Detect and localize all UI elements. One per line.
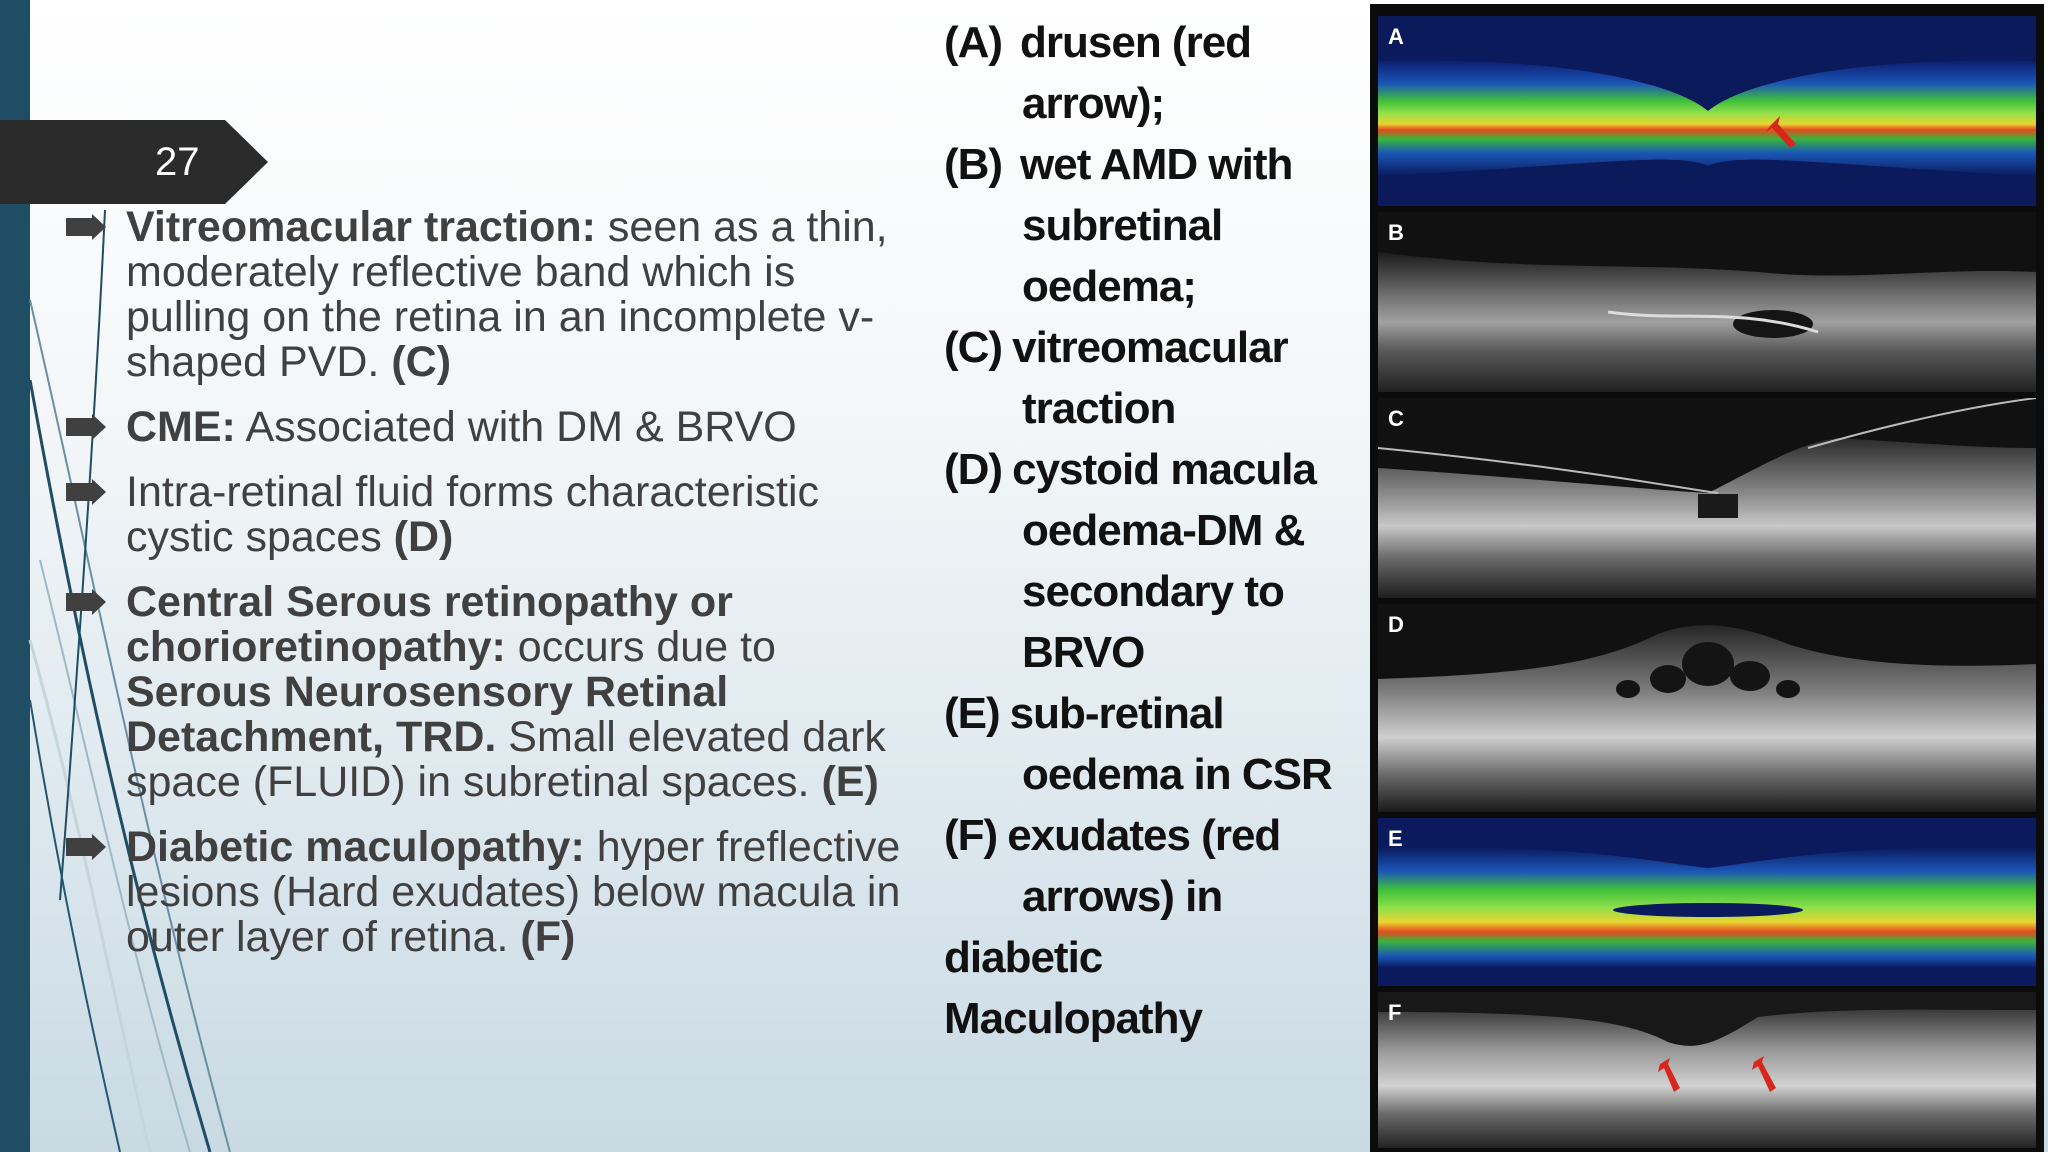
red-arrow-icon	[1658, 1058, 1680, 1092]
legend-item-d: (D)cystoid macula	[944, 445, 1317, 494]
bullet-ref: (E)	[821, 758, 879, 806]
oct-panel-f: F	[1378, 992, 2036, 1148]
bullet-list: Vitreomacular traction: seen as a thin, …	[66, 205, 906, 980]
arrow-bullet-icon	[66, 834, 106, 860]
bullet-intraretinal: Intra-retinal fluid forms characteristic…	[66, 470, 906, 560]
oct-panel-a: A	[1378, 16, 2036, 206]
slide-number-tag	[0, 120, 268, 204]
bullet-heading: Diabetic maculopathy:	[126, 823, 585, 871]
bullet-text: Associated with DM & BRVO	[235, 403, 797, 451]
legend-item-c: (C)vitreomacular	[944, 323, 1289, 372]
legend-item-f: (F)exudates (red	[944, 811, 1281, 860]
bullet-heading: Vitreomacular traction:	[126, 203, 596, 251]
arrow-bullet-icon	[66, 214, 106, 240]
oct-panel-d: D	[1378, 604, 2036, 812]
bullet-cme: CME: Associated with DM & BRVO	[66, 405, 906, 450]
red-arrow-icon	[1766, 116, 1796, 148]
legend-item-a: (A)drusen (red	[944, 18, 1252, 67]
bullet-vitreomacular: Vitreomacular traction: seen as a thin, …	[66, 205, 906, 385]
bullet-text: occurs due to	[505, 623, 776, 671]
slide-number: 27	[155, 140, 200, 184]
legend-item-e: (E)sub-retinal	[944, 689, 1225, 738]
bullet-heading: CME:	[126, 403, 236, 451]
arrow-bullet-icon	[66, 414, 106, 440]
oct-figure: A B	[1370, 4, 2044, 1152]
bullet-diabetic: Diabetic maculopathy: hyper freflective …	[66, 825, 906, 960]
bullet-ref: (C)	[391, 338, 452, 386]
bullet-heading-2: Serous Neurosensory Retinal Detachment, …	[126, 668, 729, 761]
bullet-text: seen as a thin, moderately reflective ba…	[126, 203, 888, 386]
arrow-bullet-icon	[66, 589, 106, 615]
arrow-bullet-icon	[66, 479, 106, 505]
oct-panel-b: B	[1378, 212, 2036, 392]
bullet-text-2: Small elevated dark space (FLUID) in sub…	[126, 713, 886, 806]
bullet-csr: Central Serous retinopathy or chorioreti…	[66, 580, 906, 805]
bullet-text: hyper freflective lesions (Hard exudates…	[126, 823, 901, 961]
bullet-ref: (D)	[393, 513, 454, 561]
figure-legend: (A)drusen (red arrow); (B)wet AMD with s…	[944, 12, 1364, 1049]
oct-panel-e: E	[1378, 818, 2036, 986]
legend-item-b: (B)wet AMD with	[944, 140, 1293, 189]
bullet-text: Intra-retinal fluid forms characteristic…	[126, 468, 819, 561]
bullet-heading: Central Serous retinopathy or chorioreti…	[126, 578, 733, 671]
red-arrow-icon	[1752, 1056, 1776, 1092]
oct-panel-c: C	[1378, 398, 2036, 598]
bullet-ref: (F)	[520, 913, 576, 961]
